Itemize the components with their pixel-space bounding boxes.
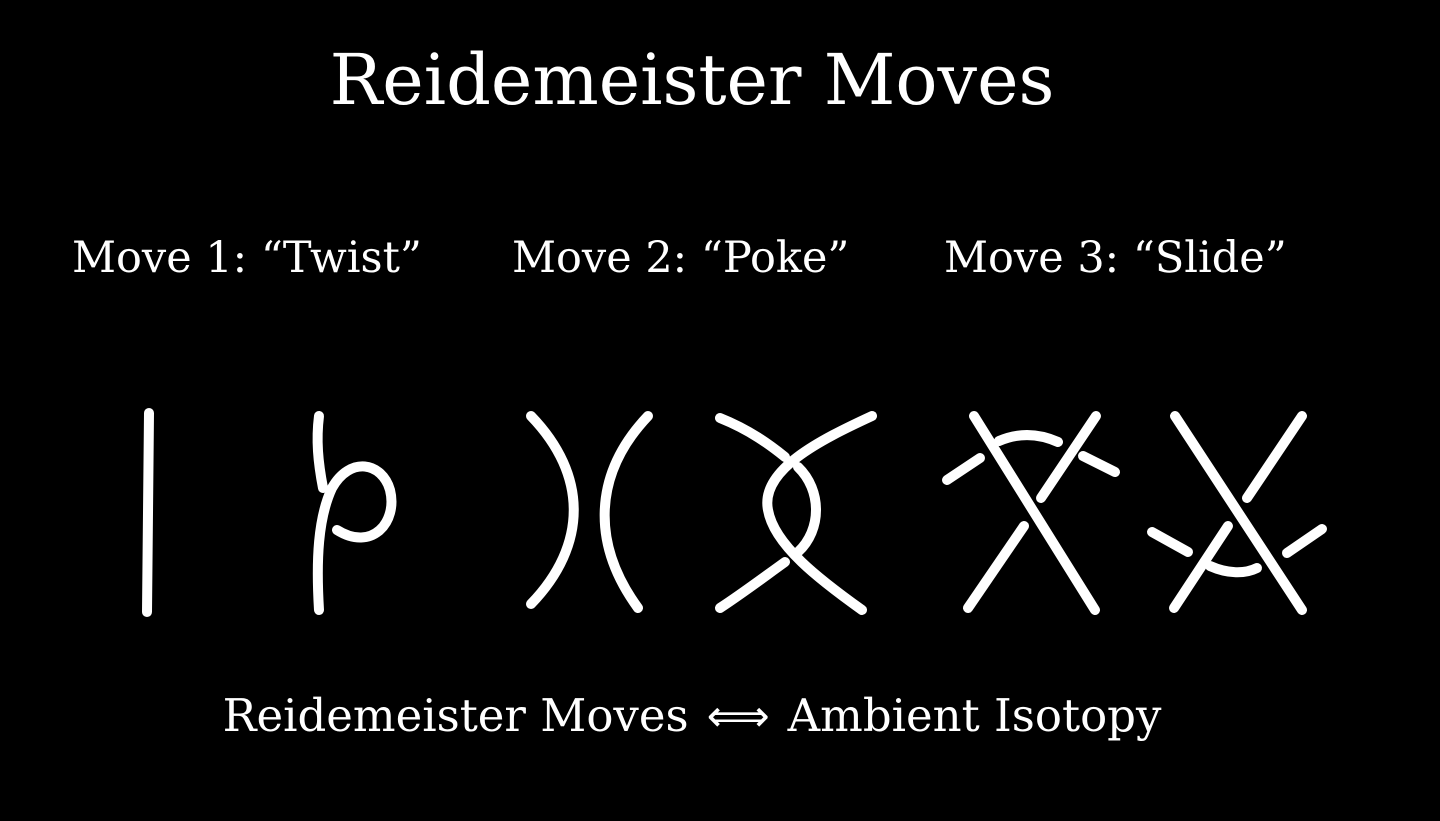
move-1-twisted-strand [312, 411, 397, 615]
move-3-label: Move 3: “Slide” [944, 233, 1287, 283]
footer-equivalence: Reidemeister Moves ⟺ Ambient Isotopy [0, 686, 1384, 747]
footer-right-text: Ambient Isotopy [787, 689, 1162, 742]
move-1-label: Move 1: “Twist” [72, 233, 422, 283]
move-3-after-strands [1147, 411, 1327, 615]
slide-title: Reidemeister Moves [329, 39, 1055, 121]
move-3-before-strands [942, 411, 1120, 615]
move-2-poked-strands [715, 411, 877, 615]
footer-left-text: Reidemeister Moves [222, 689, 689, 742]
move-2-label: Move 2: “Poke” [512, 233, 850, 283]
move-2-separated-strands [526, 411, 653, 613]
iff-arrow-icon: ⟺ [706, 691, 770, 742]
move-1-straight-strand [142, 408, 154, 617]
